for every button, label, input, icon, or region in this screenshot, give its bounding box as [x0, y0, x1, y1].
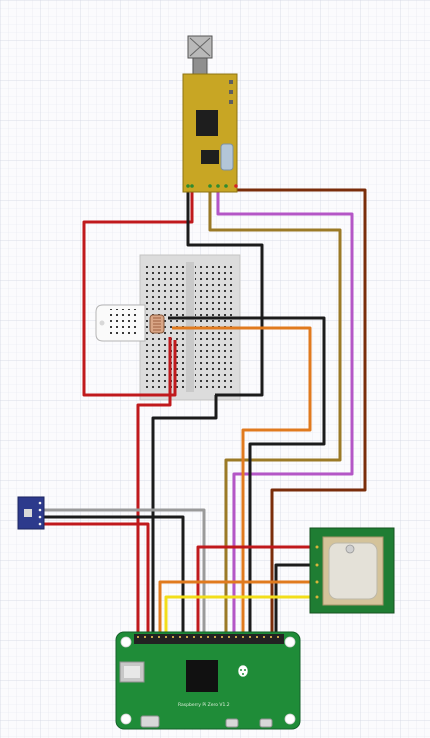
wires [44, 188, 367, 635]
wire-orange-breadboard-pi [172, 326, 312, 635]
wire-black-gps [274, 563, 318, 635]
wire-olive-lora [208, 190, 342, 635]
wire-orange-gps [158, 580, 318, 635]
wire-red-lora-vcc [82, 190, 194, 397]
wire-red-pressure [44, 522, 150, 635]
lora-module-icon [182, 35, 238, 193]
wire-red-gps [196, 545, 318, 635]
photoresistor-icon [149, 314, 165, 334]
wire-brown-lora [236, 188, 367, 635]
wire-yellow-gps [164, 595, 318, 635]
wire-black-breadboard-pi [168, 316, 326, 635]
dht-sensor-icon [95, 304, 146, 342]
wire-grey-pressure [44, 508, 206, 635]
wire-purple-lora [216, 190, 354, 635]
raspberry-pi-icon: Raspberry Pi Zero V1.2 [115, 631, 301, 730]
wire-black-breadboard-pi-2 [151, 395, 218, 635]
gps-module-icon [309, 527, 395, 614]
raspberry-logo-icon [237, 664, 249, 678]
board-label: Raspberry Pi Zero V1.2 [178, 702, 230, 708]
wire-black-lora-gnd [186, 190, 264, 397]
wire-red-breadboard-pi [136, 337, 172, 635]
pressure-sensor-icon [17, 496, 45, 530]
